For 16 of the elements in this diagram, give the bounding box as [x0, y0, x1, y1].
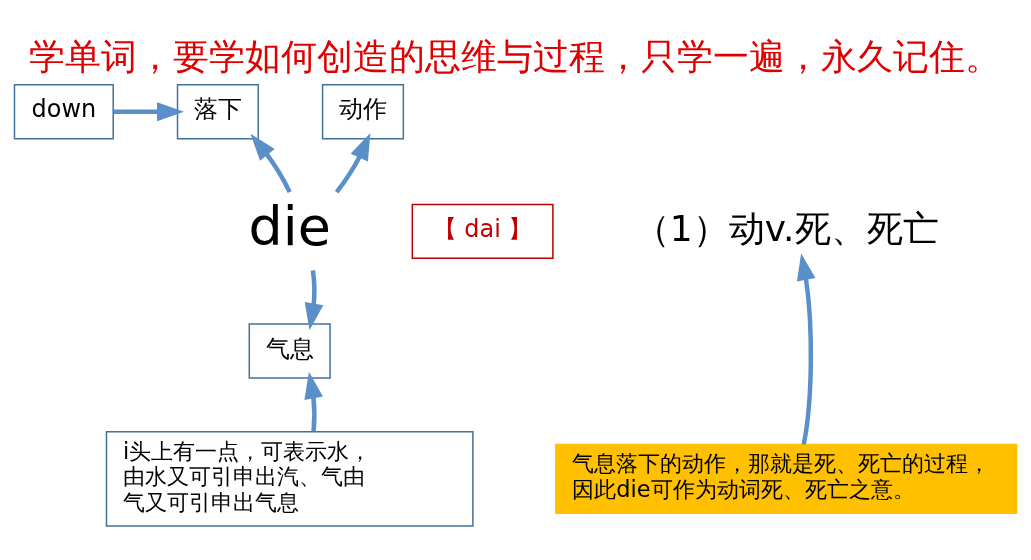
arrow — [796, 253, 816, 445]
node-box: i头上有一点，可表示水，由水又可引申出汽、气由气又可引申出气息 — [105, 431, 474, 527]
arrow — [304, 270, 324, 331]
node-box: 气息 — [248, 323, 331, 379]
arrow — [250, 133, 292, 194]
node-text: （1）动v.死、死亡 — [633, 207, 939, 249]
node-box: 落下 — [176, 84, 259, 140]
arrow — [334, 132, 371, 194]
diagram-title: 学单词，要学如何创造的思维与过程，只学一遍，永久记住。 — [29, 35, 1002, 77]
node-box: 【 dai 】 — [411, 203, 554, 260]
node-box: down — [13, 84, 114, 140]
node-box: 动作 — [321, 84, 405, 140]
arrow — [304, 371, 323, 432]
node-box: 气息落下的动作，那就是死、死亡的过程，因此die可作为动词死、死亡之意。 — [555, 443, 1018, 515]
node-text: die — [248, 194, 331, 258]
arrow — [113, 102, 184, 122]
